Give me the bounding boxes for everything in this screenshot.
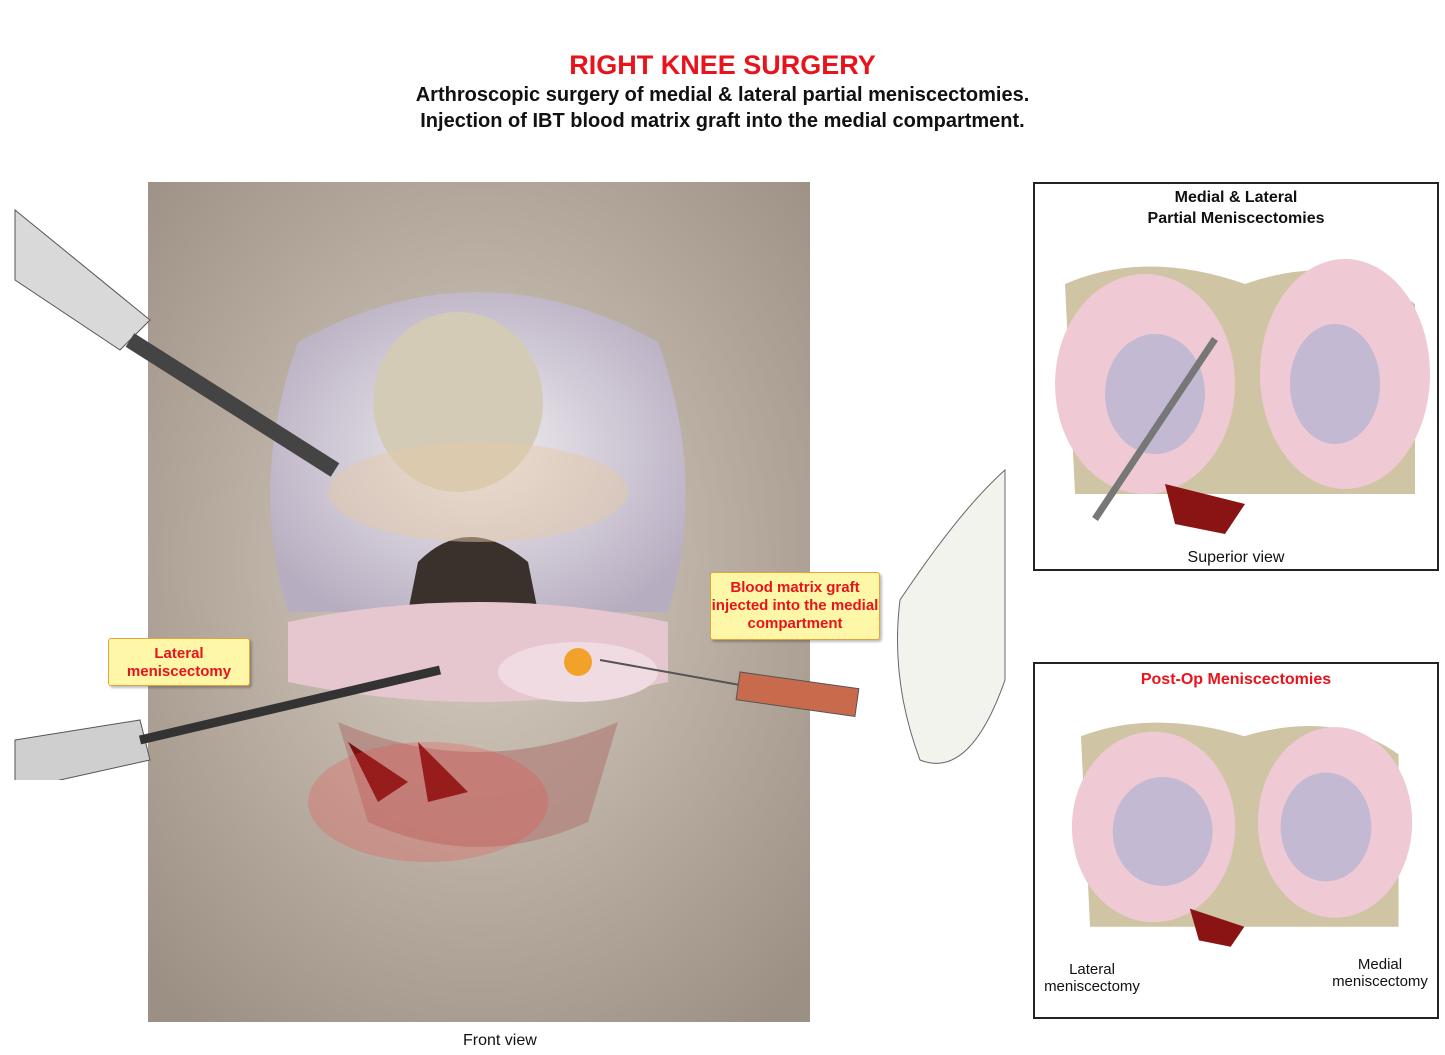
callout-blood-matrix-graft: Blood matrix graft injected into the med… [710,572,880,640]
post-op-label-lateral: Lateral meniscectomy [1044,961,1140,995]
front-view-caption: Front view [463,1032,537,1049]
page-title: RIGHT KNEE SURGERY [569,50,876,80]
subtitle-line-2: Injection of IBT blood matrix graft into… [420,110,1025,132]
panel-title-line-1: Medial & Lateral [1174,189,1298,206]
post-op-panel: Post-Op Meniscectomies Lateral meniscect… [1033,662,1439,1019]
superior-view-panel: Medial & Lateral Partial Meniscectomies … [1033,182,1439,571]
post-op-label-medial: Medial meniscectomy [1332,956,1428,990]
post-op-title: Post-Op Meniscectomies [1140,671,1332,688]
knee-front-view-illustration [148,182,810,1022]
post-op-plateau-illustration [1071,722,1413,947]
subtitle-line-1: Arthroscopic surgery of medial & lateral… [415,84,1030,106]
panel-title-line-2: Partial Meniscectomies [1147,210,1325,227]
tibial-plateau-illustration [1055,259,1430,534]
callout-lateral-meniscectomy: Lateral meniscectomy [108,638,250,686]
superior-view-caption: Superior view [1187,549,1285,566]
surgical-instruments [14,208,1006,780]
